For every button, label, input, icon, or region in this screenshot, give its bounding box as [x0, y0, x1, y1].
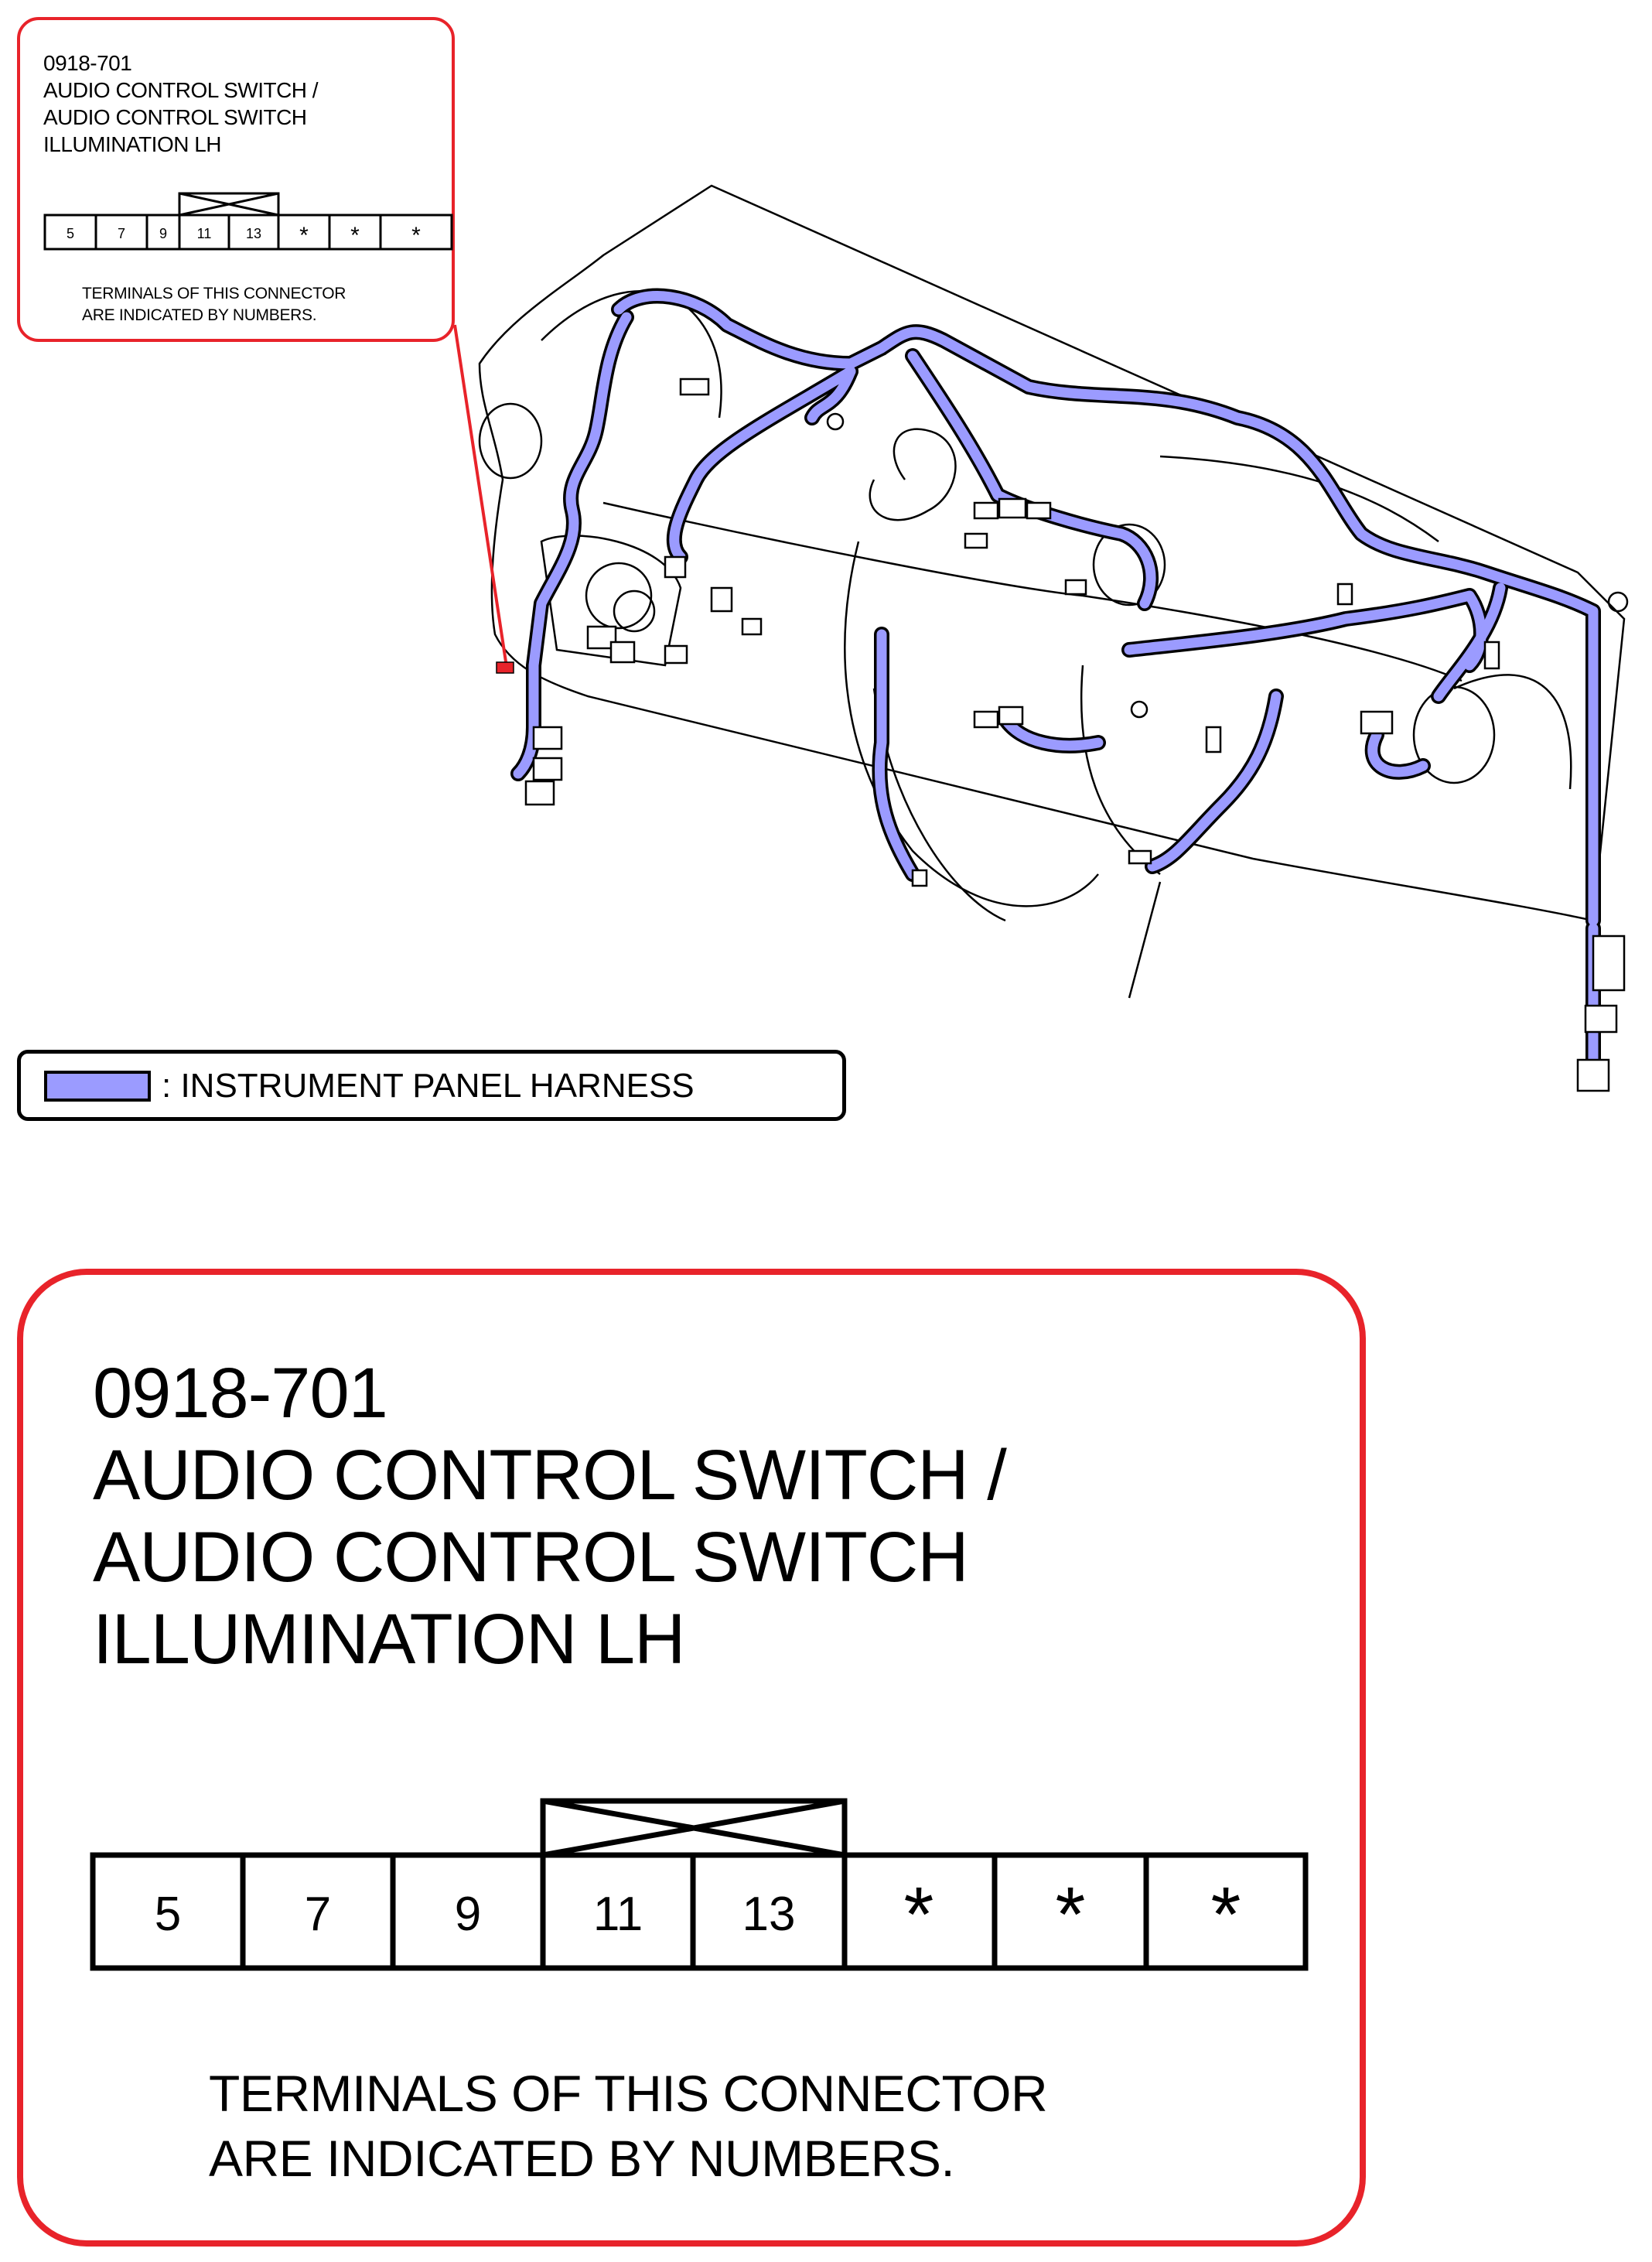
terminal-star-3: *: [1211, 1871, 1241, 1958]
connector-code-small: 0918-701: [43, 51, 132, 75]
terminal-small-star-2: *: [350, 223, 360, 248]
terminal-7: 7: [305, 1888, 331, 1941]
terminal-small-7: 7: [118, 226, 125, 241]
terminal-note-line-1-small: TERMINALS OF THIS CONNECTOR: [82, 285, 346, 302]
connector-face-small: 5 7 9 11 13 * * *: [43, 192, 453, 251]
connector-title-line-3-small: ILLUMINATION LH: [43, 132, 222, 156]
terminal-small-13: 13: [246, 226, 261, 241]
legend-label: : INSTRUMENT PANEL HARNESS: [162, 1067, 695, 1105]
terminal-small-11: 11: [197, 226, 212, 241]
terminal-star-2: *: [1056, 1871, 1086, 1958]
terminal-small-star-1: *: [299, 223, 309, 248]
instrument-panel-diagram: [453, 184, 1629, 1092]
instrument-panel-harness-swatch: [44, 1071, 151, 1102]
terminal-5: 5: [155, 1888, 181, 1941]
connector-title-line-2: AUDIO CONTROL SWITCH: [93, 1518, 969, 1597]
terminal-star-1: *: [904, 1871, 934, 1958]
terminal-small-9: 9: [159, 226, 167, 241]
connector-callout-large: 0918-701 AUDIO CONTROL SWITCH / AUDIO CO…: [17, 1269, 1366, 2247]
terminal-11: 11: [593, 1888, 643, 1941]
terminal-note-line-2: ARE INDICATED BY NUMBERS.: [209, 2130, 955, 2187]
terminal-9: 9: [455, 1888, 481, 1941]
terminal-note-line-1: TERMINALS OF THIS CONNECTOR: [209, 2065, 1048, 2122]
connector-callout-small: 0918-701 AUDIO CONTROL SWITCH / AUDIO CO…: [17, 17, 455, 342]
terminal-13: 13: [742, 1888, 796, 1941]
connector-face: 5 7 9 11 13 * * *: [90, 1798, 1309, 1971]
terminal-small-star-3: *: [411, 223, 421, 248]
connector-code: 0918-701: [93, 1354, 388, 1433]
connector-title-line-1-small: AUDIO CONTROL SWITCH /: [43, 78, 319, 102]
connector-title-line-2-small: AUDIO CONTROL SWITCH: [43, 105, 307, 129]
harness-legend: : INSTRUMENT PANEL HARNESS: [17, 1050, 846, 1121]
connector-title-line-1: AUDIO CONTROL SWITCH /: [93, 1436, 1007, 1515]
terminal-small-5: 5: [67, 226, 74, 241]
connector-title-line-3: ILLUMINATION LH: [93, 1600, 685, 1679]
terminal-note-line-2-small: ARE INDICATED BY NUMBERS.: [82, 306, 317, 324]
